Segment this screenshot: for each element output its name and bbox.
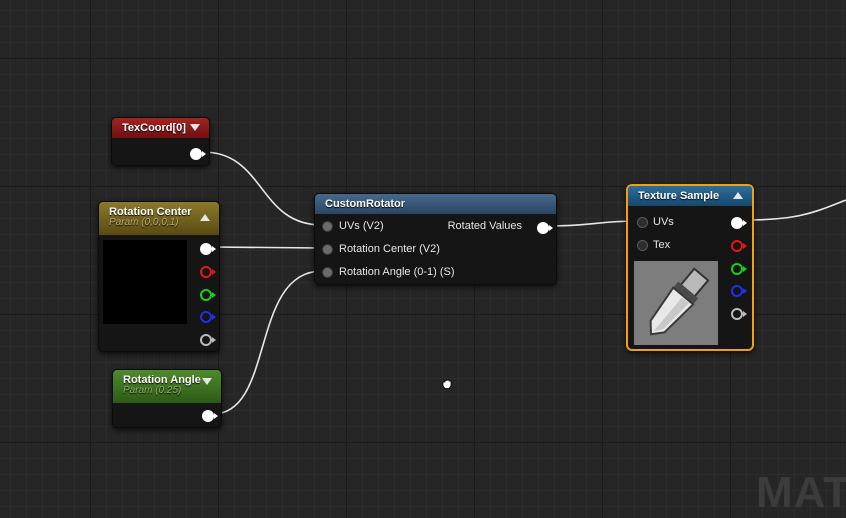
tex-input-label: Tex	[653, 239, 671, 251]
wire-angle-to-rotation-angle[interactable]	[212, 270, 323, 415]
tex-input-pin[interactable]	[637, 240, 648, 251]
texcoord-node[interactable]: TexCoord[0]	[111, 117, 210, 166]
texture-preview-image	[634, 261, 718, 345]
rotation-center-output-rgba[interactable]	[200, 243, 216, 255]
uvs-input-label: UVs	[653, 216, 674, 228]
custom-rotator-node[interactable]: CustomRotator UVs (V2) Rotation Center (…	[314, 193, 557, 285]
rotation-center-subtitle: Param (0,0,0,1)	[109, 217, 179, 228]
texture-sample-node[interactable]: Texture Sample UVs Tex	[626, 184, 754, 351]
rotation-angle-input-pin[interactable]	[322, 267, 333, 278]
wire-center-to-rotation-center[interactable]	[211, 246, 323, 249]
uvs-input-pin[interactable]	[322, 221, 333, 232]
rotation-center-header[interactable]: Rotation Center Param (0,0,0,1)	[99, 202, 219, 235]
uvs-input-pin[interactable]	[637, 217, 648, 228]
rotation-center-preview	[103, 240, 187, 324]
rotation-angle-title: Rotation Angle	[123, 374, 201, 386]
rotation-angle-subtitle: Param (0.25)	[123, 385, 182, 396]
texture-output-b[interactable]	[731, 285, 747, 297]
rotated-values-output-label: Rotated Values	[447, 220, 522, 232]
custom-rotator-header[interactable]: CustomRotator	[315, 194, 556, 214]
rotation-center-input-label: Rotation Center (V2)	[339, 243, 440, 255]
texture-output-r[interactable]	[731, 240, 747, 252]
texture-output-rgb[interactable]	[731, 217, 747, 229]
rotation-angle-node[interactable]: Rotation Angle Param (0.25)	[112, 369, 222, 428]
texcoord-header[interactable]: TexCoord[0]	[112, 118, 209, 138]
rotated-values-output-pin[interactable]	[537, 222, 553, 234]
rotation-center-output-b[interactable]	[200, 311, 216, 323]
texture-sample-header[interactable]: Texture Sample	[628, 186, 752, 206]
expand-icon[interactable]	[202, 378, 212, 385]
rotation-angle-input-label: Rotation Angle (0-1) (S)	[339, 266, 455, 278]
hand-grab-icon	[442, 379, 452, 389]
texture-sample-title: Texture Sample	[638, 190, 720, 202]
rotation-center-output-r[interactable]	[200, 266, 216, 278]
collapse-icon[interactable]	[733, 192, 743, 199]
collapse-icon[interactable]	[200, 214, 210, 221]
texture-output-a[interactable]	[731, 308, 747, 320]
custom-rotator-title: CustomRotator	[325, 198, 406, 210]
rotation-center-input-pin[interactable]	[322, 244, 333, 255]
wire-rotated-to-uvs[interactable]	[547, 220, 639, 227]
material-watermark: MAT	[756, 468, 846, 517]
wire-texcoord-to-uvs[interactable]	[202, 151, 323, 226]
uvs-input-label: UVs (V2)	[339, 220, 384, 232]
rotation-angle-output-pin[interactable]	[202, 410, 218, 422]
texcoord-title: TexCoord[0]	[122, 122, 186, 134]
texture-output-g[interactable]	[731, 263, 747, 275]
rotation-center-node[interactable]: Rotation Center Param (0,0,0,1)	[98, 201, 220, 352]
rotation-center-output-g[interactable]	[200, 289, 216, 301]
wire-output-offscreen[interactable]	[744, 199, 846, 221]
rotation-center-title: Rotation Center	[109, 206, 192, 218]
rotation-angle-header[interactable]: Rotation Angle Param (0.25)	[113, 370, 221, 403]
texcoord-output-pin[interactable]	[190, 148, 206, 160]
expand-icon[interactable]	[190, 124, 200, 131]
rotation-center-output-a[interactable]	[200, 334, 216, 346]
